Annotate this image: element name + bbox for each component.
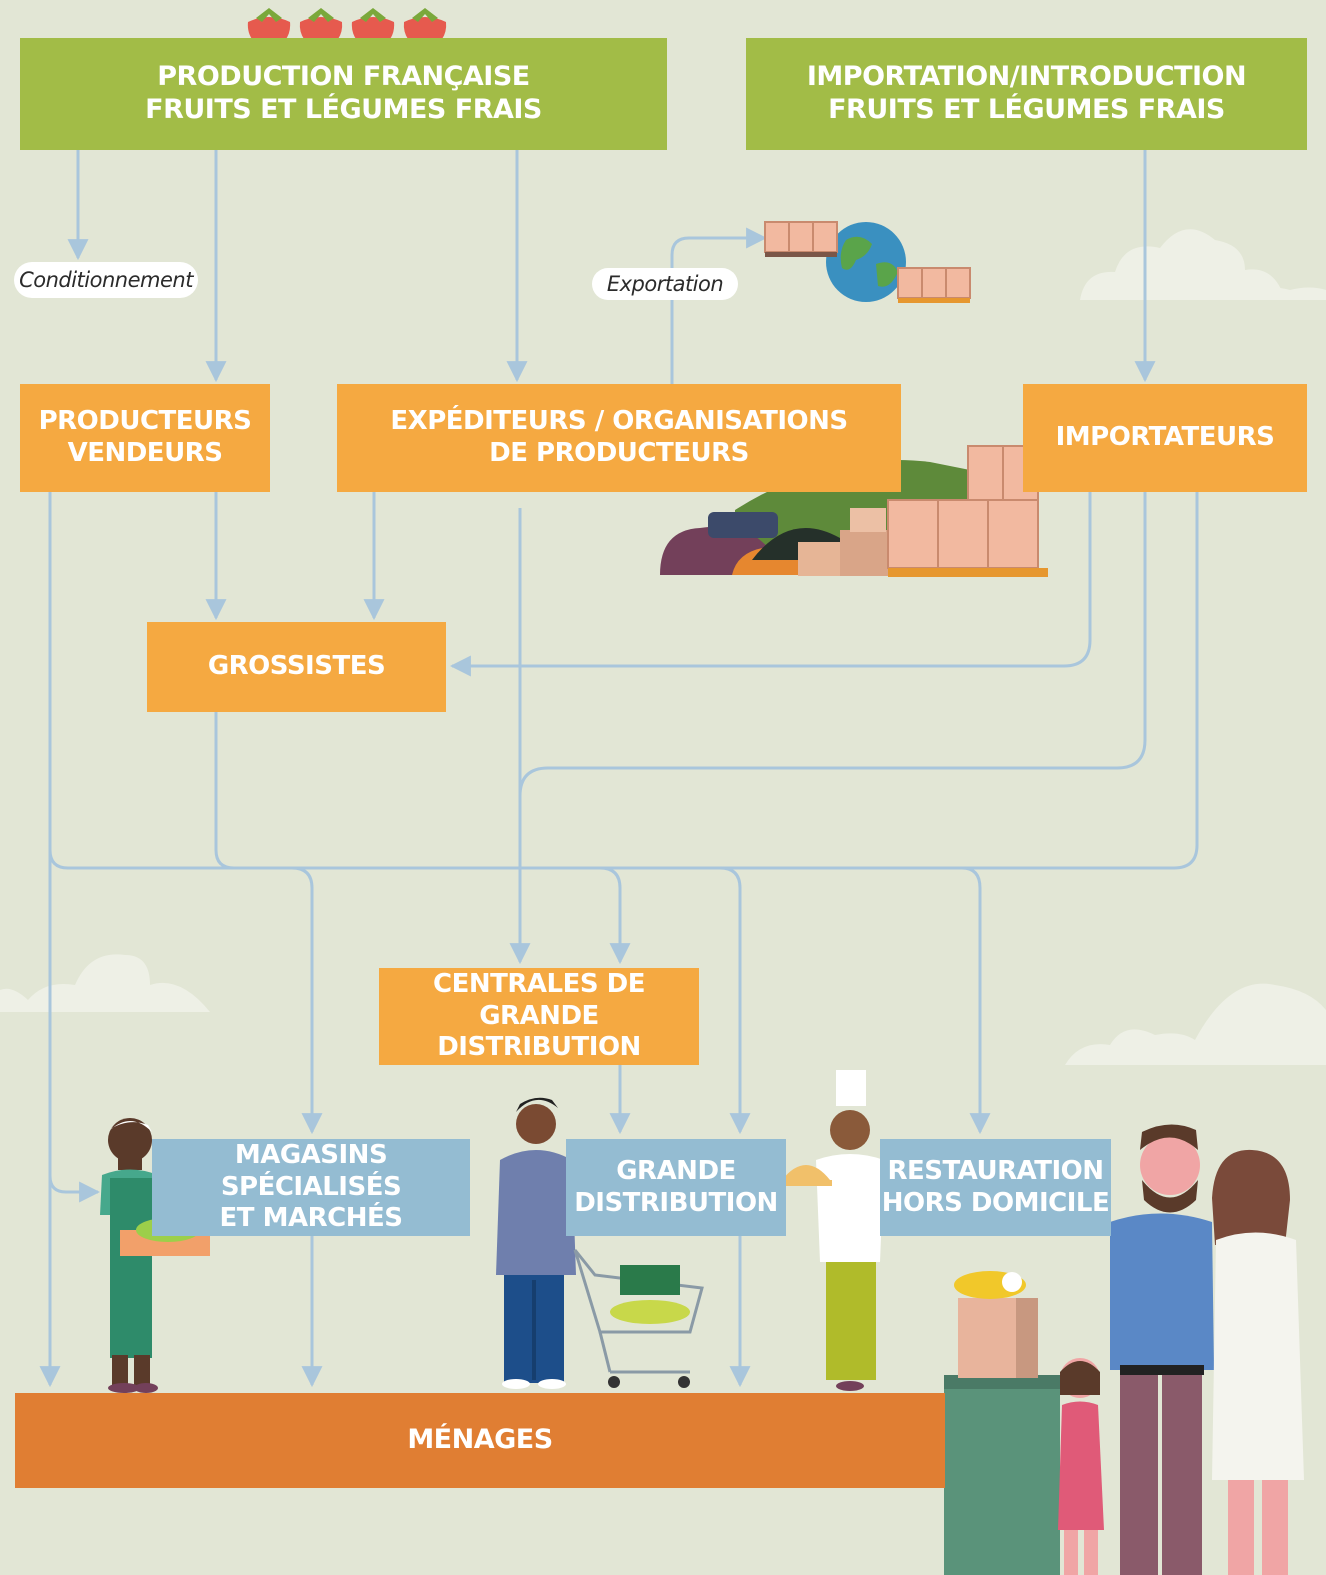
box-production-francaise-line2: FRUITS ET LÉGUMES FRAIS	[145, 94, 542, 125]
arrow-exportation	[670, 227, 768, 384]
box-grande-distribution-line1: GRANDE	[616, 1155, 736, 1186]
crate-icon	[897, 267, 971, 303]
box-centrales-line2: GRANDE DISTRIBUTION	[437, 1000, 641, 1063]
globe-icon	[826, 222, 906, 302]
grocery-bag-illustration	[954, 1271, 1038, 1378]
box-magasins-line1: MAGASINS SPÉCIALISÉS	[220, 1139, 402, 1202]
box-expediteurs-line2: DE PRODUCTEURS	[489, 438, 749, 468]
arrow-to-grande-distribution-b	[719, 866, 751, 1135]
label-exportation: Exportation	[592, 268, 738, 300]
box-importateurs: IMPORTATEURS	[1023, 384, 1307, 492]
arrow-imp-to-centrales	[509, 490, 1147, 965]
cloud-icon	[0, 954, 210, 1012]
shopper-illustration	[496, 1097, 704, 1389]
box-importation-line1: IMPORTATION/INTRODUCTION	[806, 61, 1247, 93]
box-centrales-line1: CENTRALES DE	[433, 968, 645, 999]
family-illustration	[944, 1124, 1304, 1575]
box-producteurs-vendeurs-line1: PRODUCTEURS	[38, 406, 252, 437]
cloud-icon	[1080, 229, 1285, 300]
cloud-icon	[1240, 287, 1326, 300]
box-magasins-line2: ET MARCHÉS	[219, 1203, 403, 1234]
arrow-imp-to-restauration	[538, 490, 1199, 870]
box-grossistes-line1: GROSSISTES	[207, 651, 386, 682]
box-restauration-line1: RESTAURATION	[887, 1155, 1104, 1186]
box-restauration-line2: HORS DOMICILE	[881, 1187, 1110, 1218]
arrow-grossistes-down	[214, 710, 631, 965]
box-menages-line1: MÉNAGES	[407, 1424, 553, 1456]
box-menages: MÉNAGES	[15, 1393, 945, 1488]
arrow-to-restauration	[961, 866, 991, 1135]
label-conditionnement: Conditionnement	[14, 262, 198, 298]
crate-icon	[764, 221, 838, 257]
box-expediteurs-line1: EXPÉDITEURS / ORGANISATIONS	[390, 406, 848, 437]
box-production-francaise-line1: PRODUCTION FRANÇAISE	[157, 61, 530, 93]
box-grande-distribution-line2: DISTRIBUTION	[574, 1187, 778, 1218]
chef-illustration	[780, 1070, 884, 1391]
box-producteurs-vendeurs-line2: VENDEURS	[67, 438, 223, 468]
box-importateurs-line1: IMPORTATEURS	[1055, 422, 1275, 453]
box-grossistes: GROSSISTES	[147, 622, 446, 712]
cloud-icon	[1065, 983, 1326, 1065]
arrow-imp-to-grossistes	[449, 490, 1092, 677]
box-importation-line2: FRUITS ET LÉGUMES FRAIS	[828, 94, 1225, 125]
